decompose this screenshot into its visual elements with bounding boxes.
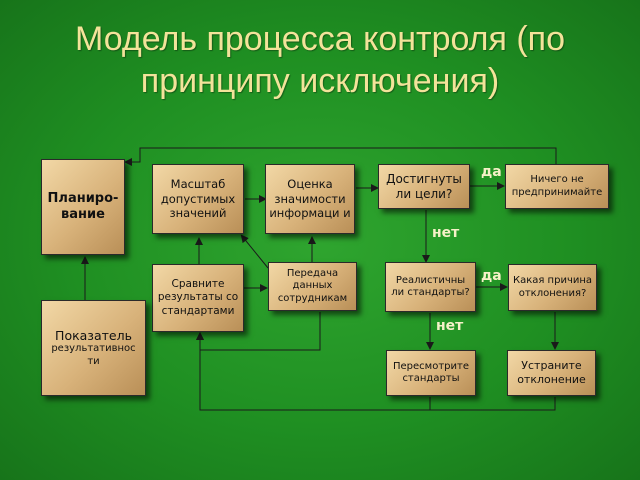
planning-box: Планиро-вание <box>41 159 125 255</box>
evaluation-box: Оценка значимости информаци и <box>265 164 355 234</box>
indicator-box: Показатель результативнос ти <box>41 300 146 396</box>
yes-label-2: да <box>481 268 502 284</box>
reason-box: Какая причина отклонения? <box>508 264 597 311</box>
line-top-loop <box>124 147 557 166</box>
title-line-2: принципу исключения) <box>140 62 500 100</box>
no-label-2: нет <box>436 318 464 334</box>
realistic-box: Реалистичны ли стандарты? <box>385 262 476 312</box>
scale-box: Масштаб допустимых значений <box>152 164 244 234</box>
line-eliminate-loop <box>430 397 556 411</box>
page-title: Модель процесса контроля (по принципу ис… <box>0 18 640 102</box>
title-line-1: Модель процесса контроля (по <box>75 20 565 58</box>
goals-box: Достигнуты ли цели? <box>378 164 470 209</box>
eliminate-box: Устраните отклонение <box>507 350 596 396</box>
transfer-box: Передача данных сотрудникам <box>268 262 357 311</box>
indicator-subtitle: результативнос ти <box>51 343 136 367</box>
revise-box: Пересмотрите стандарты <box>386 350 476 396</box>
line-revise-loop <box>196 332 431 411</box>
nothing-box: Ничего не предпринимайте <box>505 164 609 209</box>
line-transfer-to-scale <box>240 234 269 269</box>
no-label-1: нет <box>432 225 460 241</box>
indicator-title: Показатель <box>55 327 132 343</box>
yes-label-1: да <box>481 164 502 180</box>
compare-box: Сравните результаты со стандартами <box>152 264 244 332</box>
